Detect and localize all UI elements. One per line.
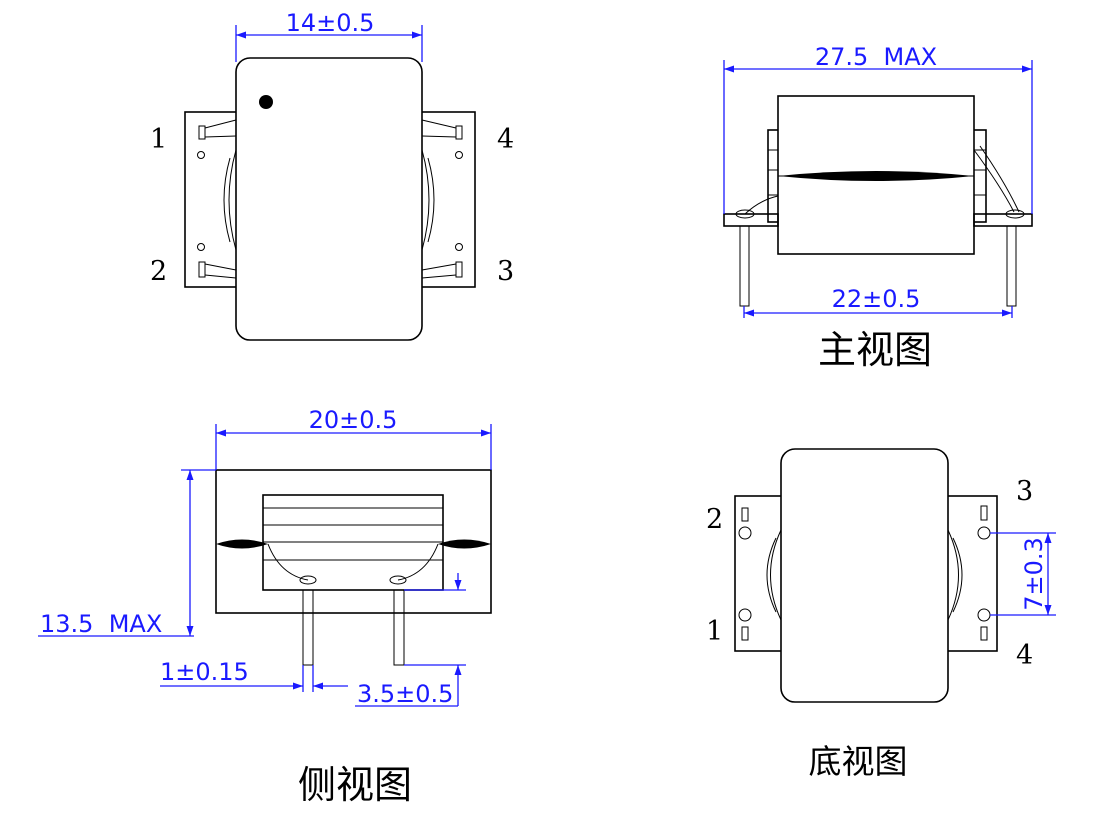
side-view-title: 侧视图 [298, 763, 412, 807]
bottom-view: 1 2 3 4 7±0.3 底视图 [706, 448, 1056, 781]
side-view-pin-dia-label: 1±0.15 [160, 658, 249, 686]
front-view-overall-label: 27.5 MAX [815, 43, 937, 71]
front-view-title: 主视图 [818, 328, 932, 372]
top-view-body [235, 57, 423, 341]
bottom-view-pin-4: 4 [1016, 640, 1033, 671]
front-view-pitch-label: 22±0.5 [832, 285, 921, 313]
bottom-view-body [780, 448, 949, 703]
side-view-pin-len-label: 3.5±0.5 [357, 680, 453, 708]
bottom-view-coil-left [770, 529, 782, 621]
top-view-coil-right [421, 149, 430, 251]
side-view-width-label: 20±0.5 [309, 406, 398, 434]
front-view: 27.5 MAX 22±0.5 主视图 [723, 43, 1033, 372]
bottom-view-coil-right [947, 529, 959, 621]
top-view-pin-2: 2 [150, 256, 167, 287]
top-view: 1 2 3 4 14±0.5 [150, 9, 514, 341]
top-view-coil-left [228, 149, 237, 251]
bottom-view-pin-2: 2 [706, 504, 723, 535]
bottom-view-pin-3: 3 [1016, 476, 1033, 507]
top-view-width-label: 14±0.5 [286, 9, 375, 37]
side-view-height-label: 13.5 MAX [40, 610, 162, 638]
bottom-view-pin-1: 1 [706, 616, 723, 647]
side-view: 20±0.5 13.5 MAX 1±0.15 3.5±0.5 侧视图 [38, 406, 492, 807]
top-view-pin-1: 1 [150, 124, 167, 155]
top-view-pin1-dot [259, 95, 273, 109]
bottom-view-title: 底视图 [809, 742, 908, 781]
side-view-outline [215, 469, 492, 614]
top-view-pin-4: 4 [497, 124, 514, 155]
top-view-pin-3: 3 [497, 256, 514, 287]
bottom-view-pitch-label: 7±0.3 [1020, 537, 1048, 611]
